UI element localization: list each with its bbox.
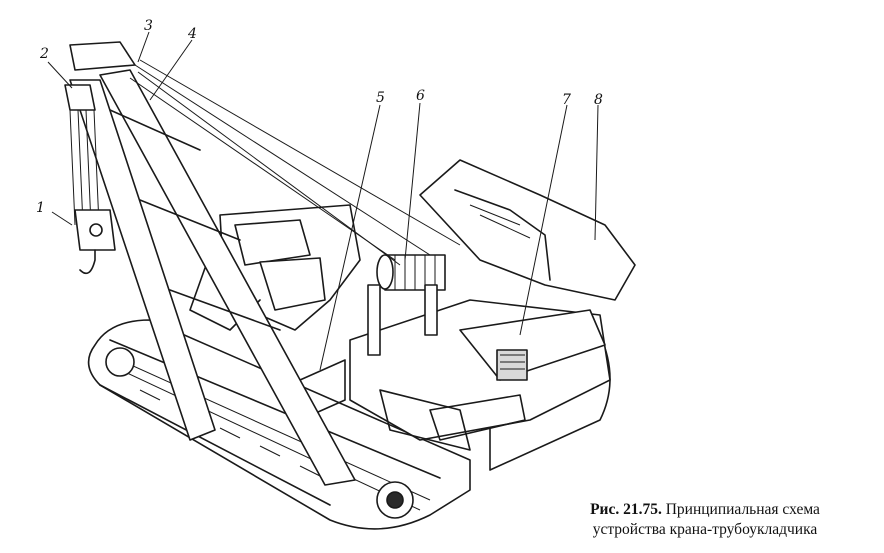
label-8: 8 xyxy=(594,92,603,108)
label-1: 1 xyxy=(36,200,45,216)
label-4: 4 xyxy=(188,26,197,42)
hoist-ropes xyxy=(129,59,461,266)
figure-caption: Рис. 21.75. Принципиальная схема устройс… xyxy=(545,500,865,540)
label-7: 7 xyxy=(562,92,571,108)
label-3: 3 xyxy=(144,18,153,34)
label-2: 2 xyxy=(40,46,49,62)
caption-line1: Принципиальная схема xyxy=(665,501,820,518)
hook-block xyxy=(64,84,116,275)
boom xyxy=(69,41,356,486)
leader-lines xyxy=(47,31,599,371)
winch xyxy=(367,254,446,356)
tractor-body xyxy=(299,299,611,471)
caption-line2: устройства крана-трубоукладчика xyxy=(592,521,818,538)
caption-prefix: Рис. 21.75. xyxy=(590,501,662,518)
label-5: 5 xyxy=(376,90,385,106)
label-6: 6 xyxy=(416,88,425,104)
counterweight xyxy=(419,159,636,301)
